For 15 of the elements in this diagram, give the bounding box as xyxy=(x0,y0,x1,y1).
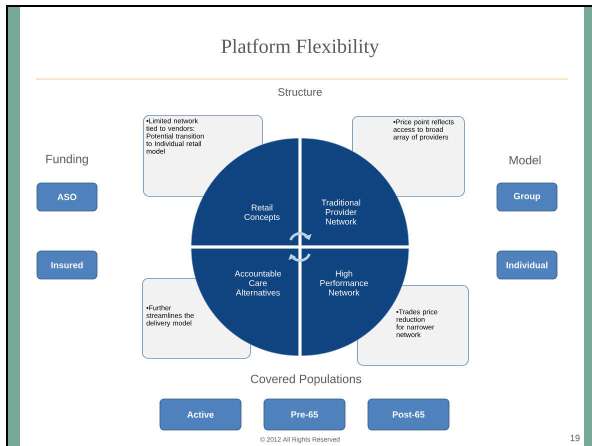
page-number: 19 xyxy=(570,434,580,442)
button: Individual xyxy=(496,250,558,280)
section-heading: Model xyxy=(510,156,541,164)
section-heading: Structure xyxy=(278,88,322,96)
button: Insured xyxy=(36,250,98,280)
curved-arrow xyxy=(289,232,312,241)
section-heading: Funding xyxy=(46,154,88,166)
button: Group xyxy=(496,182,558,212)
button: Pre-65 xyxy=(264,398,346,430)
curved-arrow xyxy=(288,253,311,262)
section-heading: Covered Populations xyxy=(250,374,362,386)
button: ASO xyxy=(36,182,98,212)
title: Platform Flexibility xyxy=(221,38,380,58)
button: Post-65 xyxy=(368,398,450,430)
button: Active xyxy=(160,398,242,430)
